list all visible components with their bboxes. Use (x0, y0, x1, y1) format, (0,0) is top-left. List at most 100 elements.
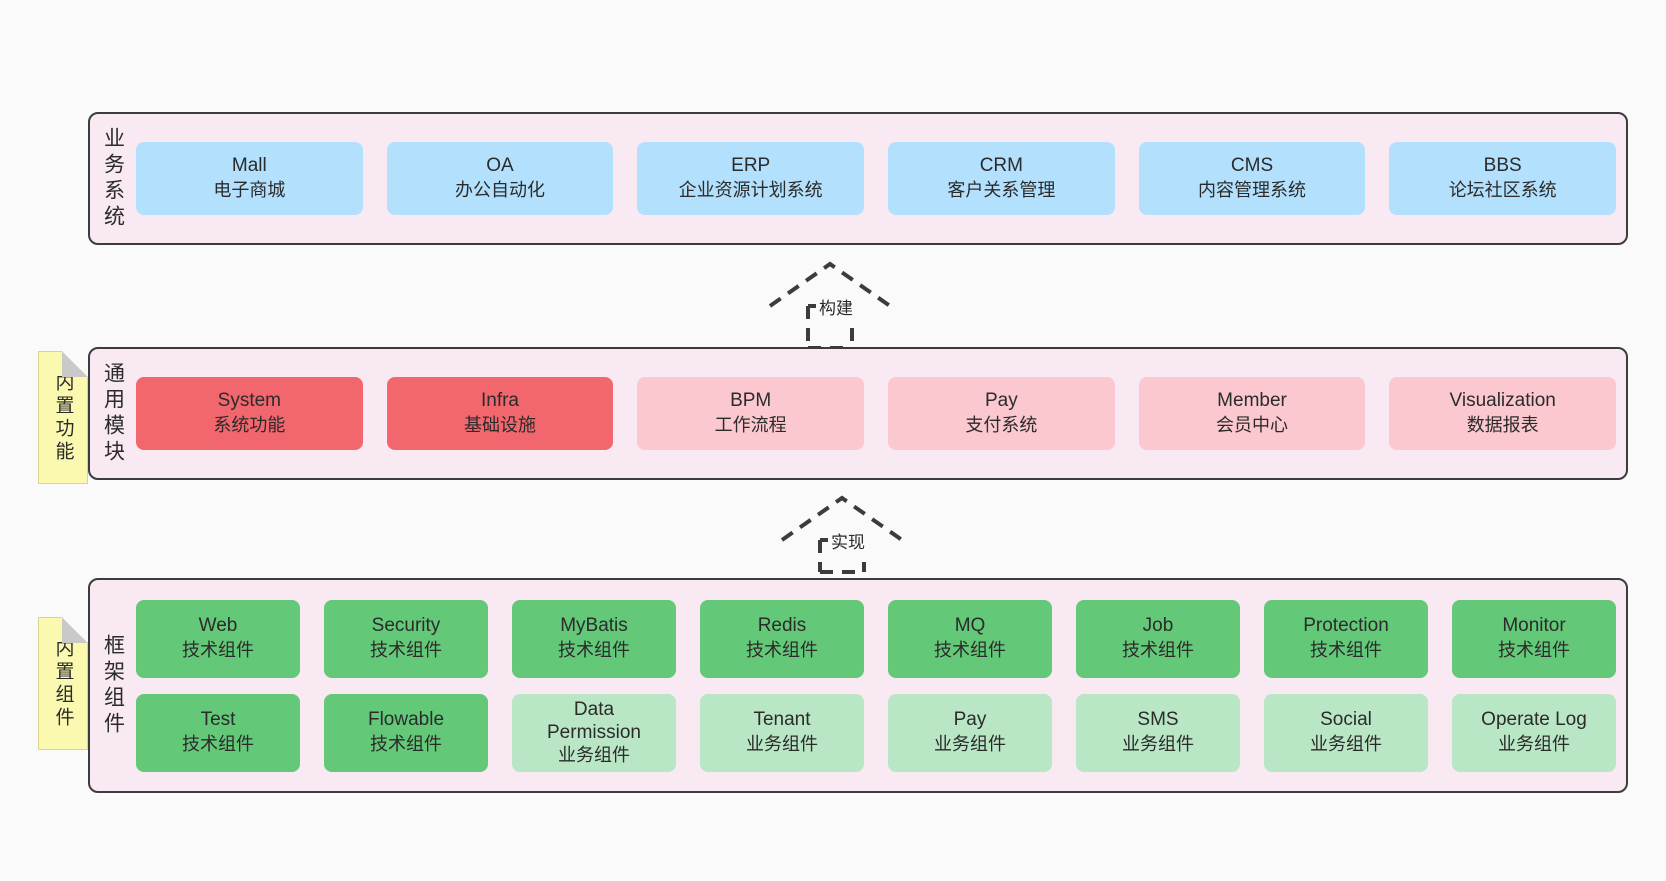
component-name: Tenant (753, 709, 811, 731)
module-cms[interactable]: CMS 内容管理系统 (1138, 142, 1366, 215)
module-infra[interactable]: Infra 基础设施 (386, 377, 614, 450)
component-mybatis[interactable]: MyBatis 技术组件 (512, 599, 676, 678)
component-name: Data Permission (547, 698, 641, 743)
module-name: Member (1217, 390, 1287, 412)
component-name: Web (198, 615, 238, 637)
component-sms[interactable]: SMS 业务组件 (1076, 693, 1240, 772)
module-mall[interactable]: Mall 电子商城 (136, 142, 363, 215)
connector-implement-label: 实现 (828, 528, 868, 553)
component-name: Protection (1303, 615, 1389, 637)
module-desc: 支付系统 (965, 415, 1038, 436)
layer-body-framework: Web 技术组件 Security 技术组件 MyBatis 技术组件 Redi… (136, 580, 1626, 791)
module-name: System (217, 390, 282, 412)
component-desc: 技术组件 (370, 734, 442, 755)
component-desc: 业务组件 (1498, 734, 1570, 755)
component-redis[interactable]: Redis 技术组件 (700, 599, 864, 678)
layer-title-business: 业务系统 (101, 126, 125, 231)
connector-build: 构建 (760, 258, 940, 350)
component-data-permission[interactable]: Data Permission 业务组件 (512, 693, 676, 772)
component-flowable[interactable]: Flowable 技术组件 (324, 693, 488, 772)
module-desc: 论坛社区系统 (1448, 180, 1557, 201)
component-job[interactable]: Job 技术组件 (1076, 599, 1240, 678)
module-pay[interactable]: Pay 支付系统 (888, 377, 1115, 450)
module-name: ERP (731, 155, 771, 177)
module-oa[interactable]: OA 办公自动化 (386, 142, 614, 215)
module-desc: 工作流程 (714, 415, 787, 436)
module-desc: 客户关系管理 (947, 180, 1056, 201)
module-desc: 企业资源计划系统 (678, 180, 823, 201)
component-name: Security (371, 615, 441, 637)
module-member[interactable]: Member 会员中心 (1138, 377, 1366, 450)
module-desc: 数据报表 (1466, 415, 1539, 436)
component-desc: 业务组件 (558, 744, 630, 765)
module-bbs[interactable]: BBS 论坛社区系统 (1389, 142, 1617, 215)
component-name: Monitor (1502, 615, 1566, 637)
layer-business-system: 业务系统 Mall 电子商城 OA 办公自动化 ERP 企业资源计划系统 CRM… (88, 112, 1628, 245)
module-desc: 基础设施 (464, 415, 536, 436)
module-desc: 办公自动化 (455, 180, 545, 201)
module-crm[interactable]: CRM 客户关系管理 (888, 142, 1115, 215)
module-erp[interactable]: ERP 企业资源计划系统 (637, 142, 865, 215)
component-test[interactable]: Test 技术组件 (136, 693, 300, 772)
component-desc: 技术组件 (1498, 640, 1570, 661)
note-builtin-components: 内置组件 (38, 617, 88, 750)
component-name: Job (1142, 615, 1174, 637)
component-name: Flowable (367, 709, 445, 731)
module-name: Infra (480, 390, 520, 412)
component-desc: 业务组件 (1310, 734, 1382, 755)
component-desc: 技术组件 (1310, 640, 1382, 661)
component-monitor[interactable]: Monitor 技术组件 (1452, 599, 1616, 678)
layer-common-module: 通用模块 System 系统功能 Infra 基础设施 BPM 工作流程 Pay… (88, 347, 1628, 480)
component-name: Redis (757, 615, 807, 637)
component-name: Operate Log (1481, 709, 1587, 731)
component-pay[interactable]: Pay 业务组件 (888, 693, 1052, 772)
module-name: Mall (231, 155, 267, 177)
component-desc: 业务组件 (1122, 734, 1194, 755)
layer-row: Web 技术组件 Security 技术组件 MyBatis 技术组件 Redi… (136, 599, 1616, 678)
module-bpm[interactable]: BPM 工作流程 (637, 377, 865, 450)
module-visualization[interactable]: Visualization 数据报表 (1389, 377, 1617, 450)
module-name: BPM (730, 390, 772, 412)
component-desc: 技术组件 (182, 640, 254, 661)
layer-title-framework: 框架组件 (101, 633, 125, 738)
component-name: Pay (953, 709, 987, 731)
module-system[interactable]: System 系统功能 (136, 377, 363, 450)
note-builtin-features: 内置功能 (38, 351, 88, 484)
layer-row: System 系统功能 Infra 基础设施 BPM 工作流程 Pay 支付系统… (136, 377, 1617, 450)
layer-body-common: System 系统功能 Infra 基础设施 BPM 工作流程 Pay 支付系统… (136, 349, 1626, 478)
component-desc: 业务组件 (746, 734, 818, 755)
component-operate-log[interactable]: Operate Log 业务组件 (1452, 693, 1616, 772)
component-name: MQ (954, 615, 986, 637)
component-tenant[interactable]: Tenant 业务组件 (700, 693, 864, 772)
module-desc: 系统功能 (213, 415, 286, 436)
component-desc: 技术组件 (182, 734, 254, 755)
component-social[interactable]: Social 业务组件 (1264, 693, 1428, 772)
module-name: OA (486, 155, 514, 177)
component-name: Social (1320, 709, 1372, 731)
component-mq[interactable]: MQ 技术组件 (888, 599, 1052, 678)
component-desc: 技术组件 (370, 640, 442, 661)
connector-build-label: 构建 (816, 294, 856, 319)
module-desc: 会员中心 (1216, 415, 1289, 436)
component-name: MyBatis (560, 615, 628, 637)
component-protection[interactable]: Protection 技术组件 (1264, 599, 1428, 678)
connector-implement: 实现 (772, 492, 952, 574)
module-name: Pay (984, 390, 1018, 412)
module-desc: 内容管理系统 (1198, 180, 1307, 201)
component-security[interactable]: Security 技术组件 (324, 599, 488, 678)
layer-title-common: 通用模块 (101, 361, 125, 466)
module-name: BBS (1483, 155, 1522, 177)
component-desc: 技术组件 (558, 640, 630, 661)
layer-body-business: Mall 电子商城 OA 办公自动化 ERP 企业资源计划系统 CRM 客户关系… (136, 114, 1626, 243)
module-desc: 电子商城 (213, 180, 286, 201)
component-name: SMS (1137, 709, 1179, 731)
module-name: Visualization (1449, 390, 1556, 412)
component-desc: 业务组件 (934, 734, 1006, 755)
component-web[interactable]: Web 技术组件 (136, 599, 300, 678)
component-desc: 技术组件 (934, 640, 1006, 661)
module-name: CMS (1230, 155, 1274, 177)
component-desc: 技术组件 (1122, 640, 1194, 661)
layer-row: Test 技术组件 Flowable 技术组件 Data Permission … (136, 693, 1616, 772)
layer-framework-component: 框架组件 Web 技术组件 Security 技术组件 MyBatis 技术组件… (88, 578, 1628, 793)
